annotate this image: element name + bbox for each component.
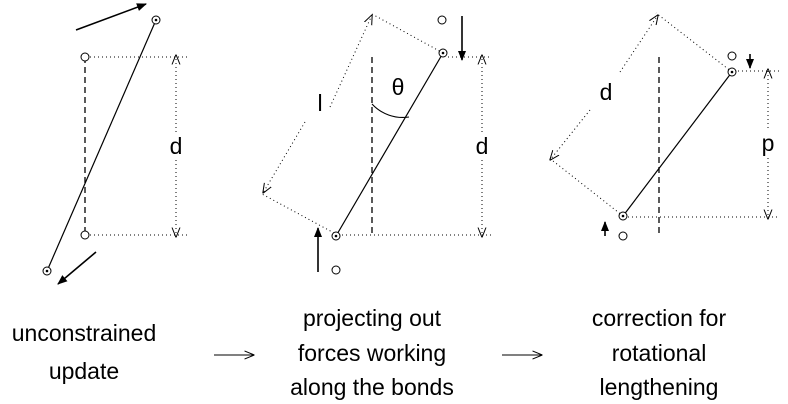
caption-line: along the bonds <box>290 374 454 400</box>
angle-arc <box>371 103 410 118</box>
caption-line: lengthening <box>600 374 719 400</box>
label-d: d <box>476 133 489 159</box>
length-arrow-up <box>329 15 372 108</box>
label-d: d <box>600 79 613 105</box>
caption-line: forces working <box>298 340 446 366</box>
label-theta: θ <box>392 74 405 100</box>
force-arrow-top <box>75 3 147 31</box>
caption-line: update <box>49 358 119 384</box>
caption-correction: correction for rotational lengthening <box>592 305 727 400</box>
panel-projecting-out: l θ d <box>261 13 492 275</box>
projected-atom-bottom <box>618 231 628 241</box>
projected-atom-top <box>727 51 737 61</box>
length-arrow-up <box>619 15 658 73</box>
corrected-bond <box>622 71 733 217</box>
panel-correction: d p <box>547 12 780 241</box>
caption-line: rotational <box>612 340 707 366</box>
label-l: l <box>317 90 322 116</box>
length-arrow-down <box>550 109 591 160</box>
reference-atom-top <box>80 52 90 62</box>
unconstrained-atom-top <box>437 15 447 25</box>
caption-line: correction for <box>592 305 727 331</box>
force-arrow-bottom <box>57 251 97 285</box>
caption-line: unconstrained <box>12 320 157 346</box>
panel-unconstrained: d <box>42 3 190 285</box>
caption-line: projecting out <box>303 305 442 331</box>
guide-perp-bottom <box>547 156 624 217</box>
projected-bond <box>335 52 444 237</box>
caption-projecting-out: projecting out forces working along the … <box>290 305 454 400</box>
updated-bond <box>46 19 157 272</box>
reference-atom-bottom <box>80 230 90 240</box>
label-d: d <box>170 133 183 159</box>
guide-perp-top <box>371 13 444 54</box>
guide-perp-top <box>655 12 733 73</box>
label-p: p <box>762 130 775 156</box>
guide-perp-bottom <box>261 193 335 234</box>
length-arrow-down <box>263 121 306 193</box>
caption-unconstrained: unconstrained update <box>12 320 157 384</box>
unconstrained-atom-bottom <box>331 265 341 275</box>
